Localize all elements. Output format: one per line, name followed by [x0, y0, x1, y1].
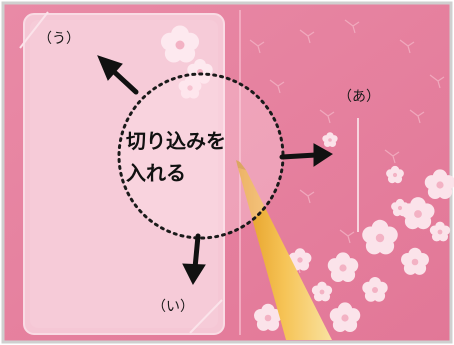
arrow-to-u — [97, 55, 139, 95]
corner-line-top — [19, 11, 49, 49]
label-i: （い） — [152, 299, 194, 315]
instruction-line-1: 切り込みを — [126, 129, 226, 153]
instruction-text: 切り込みを 入れる — [126, 125, 286, 189]
label-u: （う） — [38, 31, 80, 47]
arrow-to-i — [182, 233, 206, 286]
arrow-to-a — [279, 143, 333, 167]
pencil — [236, 160, 332, 340]
card-inner — [30, 20, 218, 328]
background-pattern — [249, 19, 445, 274]
label-a: （あ） — [338, 89, 380, 105]
corner-line-bottom — [189, 299, 223, 334]
instruction-line-2: 入れる — [126, 161, 186, 185]
